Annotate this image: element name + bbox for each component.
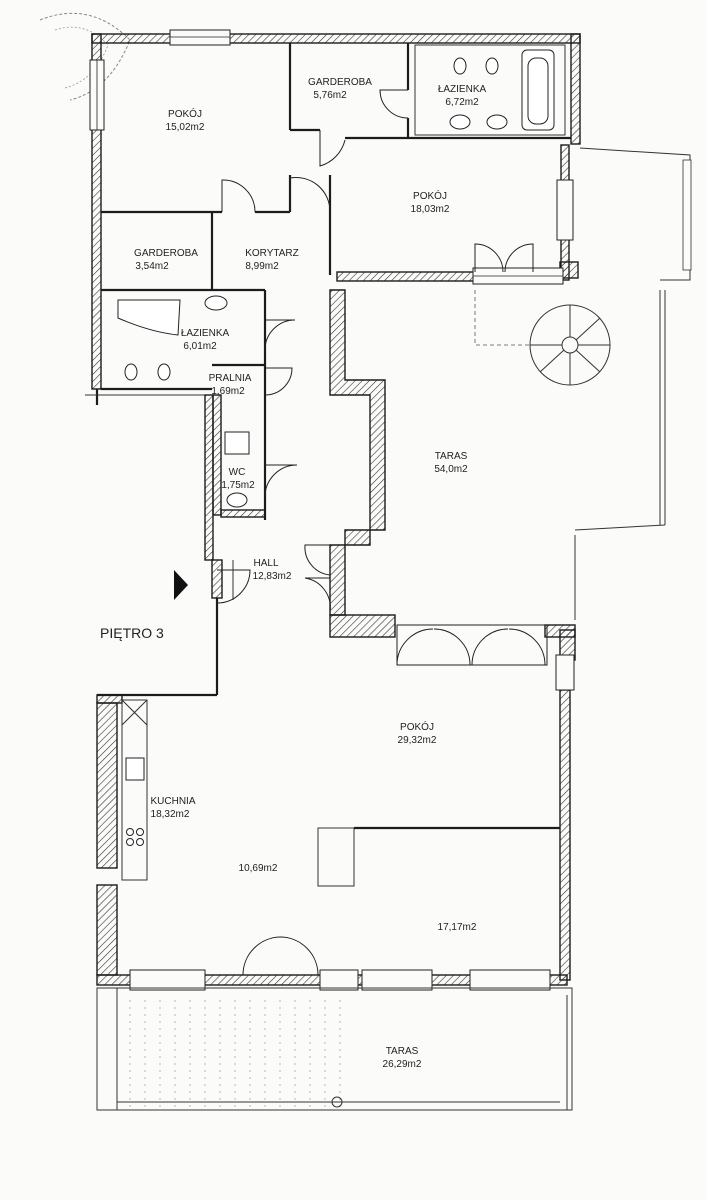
area-wc: 1,75m2 xyxy=(221,480,255,491)
north-block-walls xyxy=(89,29,581,395)
area-korytarz: 8,99m2 xyxy=(245,261,279,272)
area-pokoj-nw: 15,02m2 xyxy=(166,122,205,133)
label-wc: WC xyxy=(229,467,246,478)
label-pokoj-nw: POKÓJ xyxy=(168,107,202,120)
label-pokoj-s: POKÓJ xyxy=(400,720,434,733)
label-korytarz: KORYTARZ xyxy=(245,248,299,259)
label-pralnia: PRALNIA xyxy=(209,373,252,384)
area-right: 17,17m2 xyxy=(438,922,477,933)
label-garderoba-n: GARDEROBA xyxy=(308,77,372,88)
area-garderoba-w: 3,54m2 xyxy=(135,261,169,272)
label-lazienka-w: ŁAZIENKA xyxy=(181,328,230,339)
label-taras-e: TARAS xyxy=(435,451,468,462)
area-kuchnia: 18,32m2 xyxy=(151,809,190,820)
label-garderoba-w: GARDEROBA xyxy=(134,248,198,259)
area-garderoba-n: 5,76m2 xyxy=(313,90,347,101)
label-hall: HALL xyxy=(253,558,278,569)
area-hall: 12,83m2 xyxy=(253,571,292,582)
area-taras-e: 54,0m2 xyxy=(434,464,468,475)
label-kuchnia: KUCHNIA xyxy=(150,796,195,807)
terrace-wall-west xyxy=(329,289,576,661)
label-pokoj-ne: POKÓJ xyxy=(413,189,447,202)
area-taras-s: 26,29m2 xyxy=(383,1059,422,1070)
entrance-arrow-icon xyxy=(174,570,188,600)
south-block-walls xyxy=(96,624,575,991)
bathroom-ne-fixtures xyxy=(414,44,566,136)
bathroom-w-fixtures xyxy=(117,295,250,508)
area-pokoj-s: 29,32m2 xyxy=(398,735,437,746)
floor-label: PIĘTRO 3 xyxy=(100,625,164,641)
interior-doors xyxy=(216,89,534,613)
area-left: 10,69m2 xyxy=(239,863,278,874)
area-lazienka-ne: 6,72m2 xyxy=(445,97,479,108)
area-lazienka-w: 6,01m2 xyxy=(183,341,217,352)
area-pralnia: 1,69m2 xyxy=(211,386,245,397)
label-lazienka-ne: ŁAZIENKA xyxy=(438,84,487,95)
terrace-east-outline xyxy=(474,147,692,620)
area-pokoj-ne: 18,03m2 xyxy=(411,204,450,215)
label-taras-s: TARAS xyxy=(386,1046,419,1057)
west-walls xyxy=(85,389,267,697)
terrace-south xyxy=(96,987,573,1111)
stamp-mark xyxy=(39,12,131,101)
